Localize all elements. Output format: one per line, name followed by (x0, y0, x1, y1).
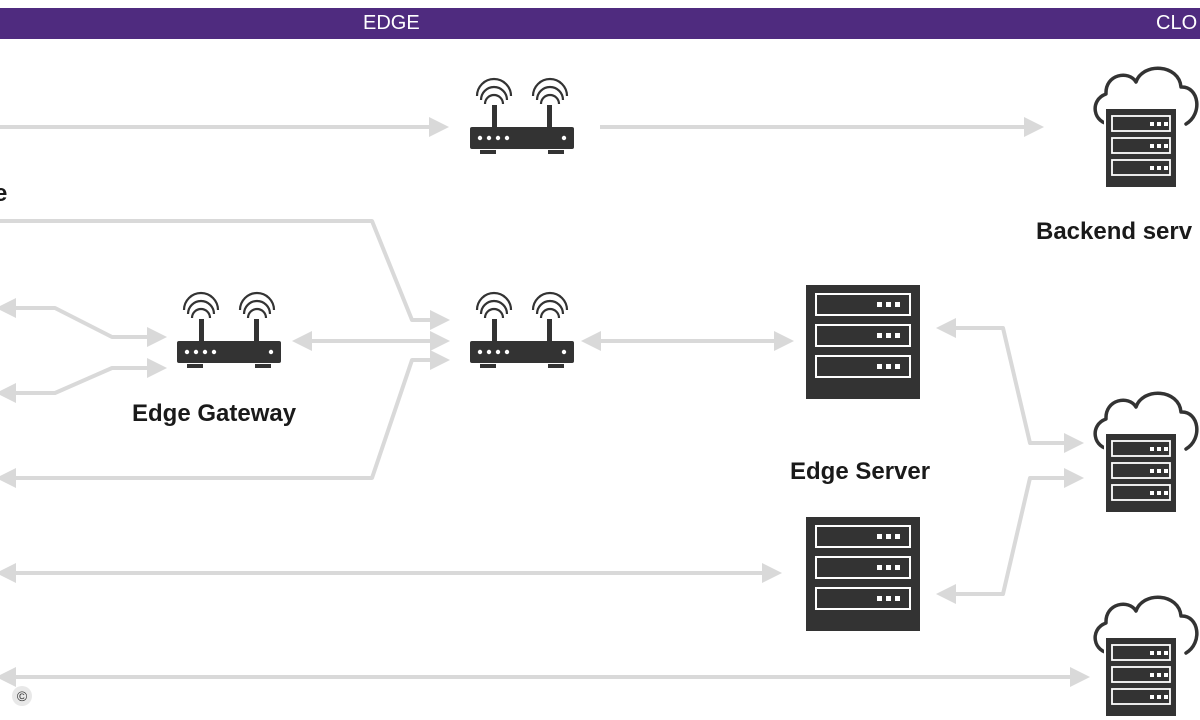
cloud-server-icon (1093, 66, 1199, 191)
header-bar (0, 8, 1200, 39)
router-icon (468, 77, 576, 156)
arrow-device-to-edge-router-top (0, 219, 450, 330)
cloud-server-icon (1093, 595, 1199, 720)
server-icon (805, 284, 921, 400)
router-icon (468, 291, 576, 370)
arrow-device-gateway-upper (0, 298, 167, 347)
cloud-server-icon (1093, 391, 1199, 516)
copyright-icon: © (12, 686, 32, 706)
arrow-edge-server-top-cloud (936, 318, 1084, 453)
device-label: e (0, 180, 8, 207)
edge-server-label: Edge Server (790, 458, 931, 485)
arrow-router-to-device-bottom (0, 350, 450, 488)
edge-gateway-label: Edge Gateway (132, 400, 297, 427)
arrow-edge-server-bottom-cloud (936, 468, 1084, 604)
arrow-device-gateway-lower (0, 358, 167, 403)
backend-server-label: Backend serv (1036, 218, 1193, 245)
server-icon (805, 516, 921, 632)
edge-section-label: EDGE (363, 12, 420, 34)
cloud-section-label: CLO (1156, 12, 1198, 34)
router-icon (175, 291, 283, 370)
